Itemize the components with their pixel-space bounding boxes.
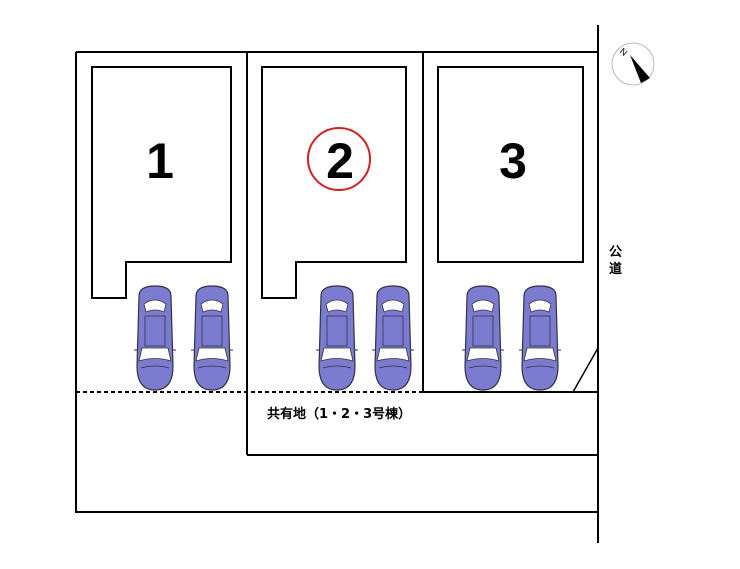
- building-1: [91, 66, 232, 299]
- highlight-circle: [307, 127, 371, 191]
- lot-number-2: 2: [326, 133, 354, 189]
- road-label-1: 公: [609, 245, 622, 260]
- building-3: [437, 66, 584, 263]
- road-label-2: 道: [609, 261, 622, 277]
- building-2: [261, 66, 407, 299]
- site-boundary: [75, 51, 598, 513]
- lot-number-3: 3: [499, 133, 527, 189]
- car-icon: [372, 285, 414, 391]
- car-icon: [316, 285, 358, 391]
- car-icon: [519, 285, 561, 391]
- car-icon: [134, 285, 176, 391]
- common-area-label: 共有地（1・2・3号棟）: [267, 406, 411, 422]
- compass-north-label: N: [618, 46, 629, 58]
- corner-cut-line: [572, 347, 599, 393]
- car-icon: [462, 285, 504, 391]
- car-icon: [191, 285, 233, 391]
- lot-number-1: 1: [146, 133, 174, 189]
- compass-icon: N: [611, 42, 655, 86]
